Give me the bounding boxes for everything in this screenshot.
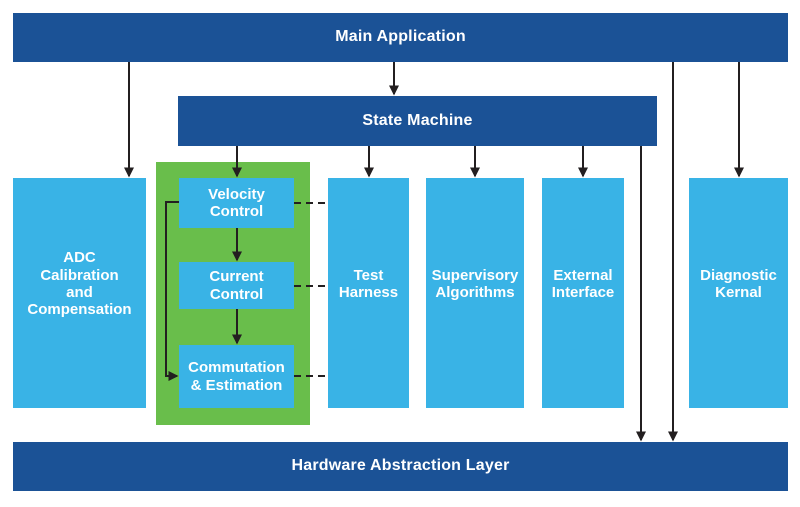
current-control-block: Current Control	[179, 262, 294, 309]
diagnostic-kernal-block: Diagnostic Kernal	[689, 178, 788, 408]
velocity-control-block: Velocity Control	[179, 178, 294, 228]
main-application-block: Main Application	[13, 13, 788, 62]
external-interface-block: External Interface	[542, 178, 624, 408]
test-harness-block: Test Harness	[328, 178, 409, 408]
hardware-abstraction-layer-block: Hardware Abstraction Layer	[13, 442, 788, 491]
commutation-estimation-block: Commutation & Estimation	[179, 345, 294, 408]
supervisory-algorithms-block: Supervisory Algorithms	[426, 178, 524, 408]
state-machine-block: State Machine	[178, 96, 657, 146]
adc-calibration-block: ADC Calibration and Compensation	[13, 178, 146, 408]
